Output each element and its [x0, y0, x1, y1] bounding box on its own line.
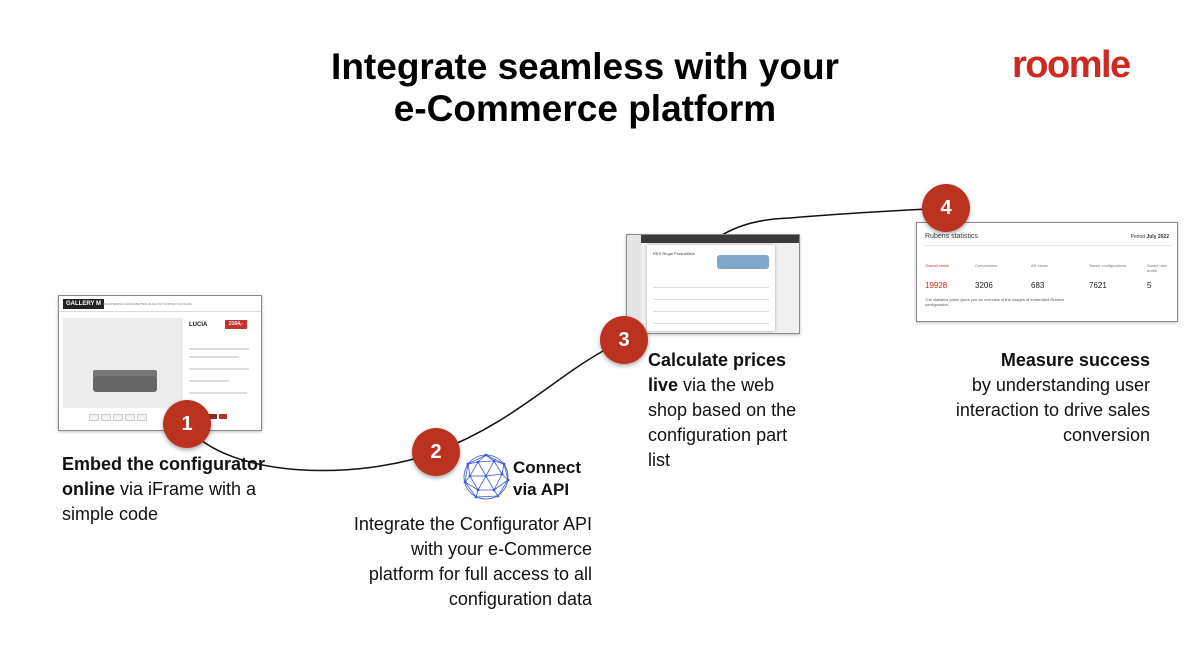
stats-note: The statistics panel gives you an overvi…	[925, 297, 1065, 307]
stats-col-label: Saved user drafts	[1147, 263, 1168, 273]
option-line	[189, 392, 247, 394]
connect-api-line-2: via API	[513, 480, 570, 499]
variant-thumb	[101, 414, 111, 421]
partlist-panel: RES Regal Produktliste	[647, 245, 775, 331]
connect-api-label: Connect via API	[513, 457, 581, 501]
partlist-screenshot: RES Regal Produktliste	[626, 234, 800, 334]
connector-path	[185, 207, 947, 472]
variant-thumb	[89, 414, 99, 421]
partlist-row	[653, 287, 769, 288]
step-badge-2: 2	[412, 428, 460, 476]
variant-thumb	[125, 414, 135, 421]
step-3-bold: Calculate prices live	[648, 350, 787, 395]
option-line	[189, 356, 239, 358]
period-label: Period	[1130, 234, 1146, 240]
stats-value: 5	[1147, 281, 1152, 290]
stats-col-label: AR views	[1031, 263, 1048, 268]
step-4-bold-text: Measure success	[1000, 350, 1150, 370]
step-4-text: Measure success by understanding user in…	[940, 348, 1150, 448]
gallery-logo: GALLERY M	[63, 299, 105, 309]
step-badge-4: 4	[922, 184, 970, 232]
partlist-title: RES Regal Produktliste	[653, 251, 695, 256]
step-badge-3: 3	[600, 316, 648, 364]
sofa-model	[93, 376, 157, 392]
product-price: 2164,-	[225, 320, 247, 329]
color-swatch	[209, 414, 217, 419]
shop-topbar	[627, 235, 799, 243]
step-3-body: via the web shop based on the configurat…	[648, 375, 797, 470]
variant-thumb	[113, 414, 123, 421]
color-swatch	[219, 414, 227, 419]
stats-value: 19928	[925, 281, 948, 290]
connect-api-line-1: Connect	[513, 458, 581, 477]
roomle-logo: roomle	[1012, 44, 1131, 86]
stats-value: 3206	[975, 281, 993, 290]
step-1-body: via iFrame with a simple code	[62, 479, 257, 524]
step-4-body: by understanding user interaction to dri…	[955, 375, 1150, 445]
partlist-row	[653, 311, 769, 312]
stats-value: 7621	[1089, 281, 1107, 290]
stats-col-label: Overall views	[925, 263, 949, 268]
stats-col-label: Conversions	[975, 263, 998, 268]
partlist-row	[653, 323, 769, 324]
stats-col-label: Saved configurations	[1089, 263, 1127, 268]
configurator-nav: POLSTERUNG SOFAS BETTEN QUALITÄT KONTAKT…	[103, 302, 192, 306]
option-line	[189, 380, 229, 382]
step-3-text: Calculate prices live via the web shop b…	[648, 348, 808, 473]
title-line-1: Integrate seamless with your	[331, 46, 839, 87]
configurator-screenshot: GALLERY M POLSTERUNG SOFAS BETTEN QUALIT…	[58, 295, 262, 431]
step-1-bold: Embed the configurator online	[62, 454, 266, 499]
stats-period[interactable]: Period July 2022	[1131, 234, 1169, 240]
period-value: July 2022	[1146, 234, 1169, 240]
shop-sidebar	[627, 235, 641, 333]
step-2-text: Integrate the Configurator API with your…	[353, 514, 592, 609]
network-sphere-icon	[463, 453, 510, 500]
step-1-text: Embed the configurator online via iFrame…	[62, 452, 282, 527]
stats-value: 683	[1031, 281, 1045, 290]
sofa-preview	[717, 255, 769, 269]
variant-thumb	[137, 414, 147, 421]
configurator-viewport	[63, 318, 183, 408]
configurator-topbar	[59, 296, 261, 312]
page-title: Integrate seamless with your e-Commerce …	[300, 46, 870, 130]
product-name: LUCIA	[189, 322, 208, 328]
step-4-bold: Measure success	[940, 348, 1150, 373]
option-line	[189, 368, 249, 370]
sofa-backrest	[93, 370, 157, 378]
step-badge-1: 1	[163, 400, 211, 448]
partlist-row	[653, 299, 769, 300]
title-line-2: e-Commerce platform	[393, 88, 777, 129]
stats-divider	[923, 245, 1173, 246]
statistics-screenshot: Rubens statistics Period July 2022 Overa…	[916, 222, 1178, 322]
option-line	[189, 348, 249, 350]
stats-title: Rubens statistics	[925, 233, 978, 240]
